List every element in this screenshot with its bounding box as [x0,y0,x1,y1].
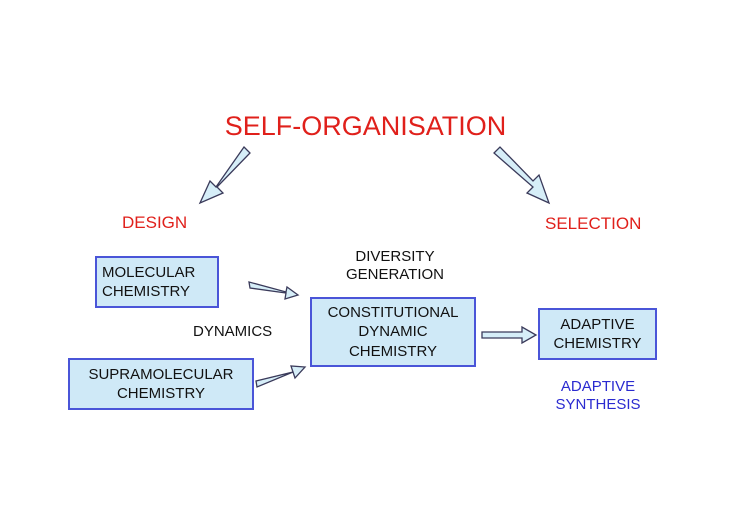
label-selection: SELECTION [545,214,642,233]
arrow-to-selection [493,146,551,205]
box-supramolecular-chemistry: SUPRAMOLECULAR CHEMISTRY [68,358,254,410]
label-design: DESIGN [122,213,188,232]
box-constitutional-dynamic-chemistry: CONSTITUTIONAL DYNAMIC CHEMISTRY [310,297,476,367]
arrow-supramolecular-to-constitutional [255,365,307,388]
label-diversity-generation: DIVERSITY GENERATION [345,248,445,283]
box-supramolecular-chemistry-text: SUPRAMOLECULAR CHEMISTRY [88,365,234,403]
label-dynamics: DYNAMICS [193,323,273,340]
label-adaptive-synthesis: ADAPTIVE SYNTHESIS [555,378,641,413]
box-constitutional-dynamic-chemistry-text: CONSTITUTIONAL DYNAMIC CHEMISTRY [327,303,459,360]
diagram-title: SELF-ORGANISATION [224,111,507,141]
arrow-to-design [198,145,251,205]
box-adaptive-chemistry: ADAPTIVE CHEMISTRY [538,308,657,360]
box-molecular-chemistry-text: MOLECULAR CHEMISTRY [102,263,196,301]
arrow-constitutional-to-adaptive [481,325,538,345]
box-adaptive-chemistry-text: ADAPTIVE CHEMISTRY [553,315,642,353]
box-molecular-chemistry: MOLECULAR CHEMISTRY [95,256,219,308]
arrow-molecular-to-constitutional [248,281,300,300]
